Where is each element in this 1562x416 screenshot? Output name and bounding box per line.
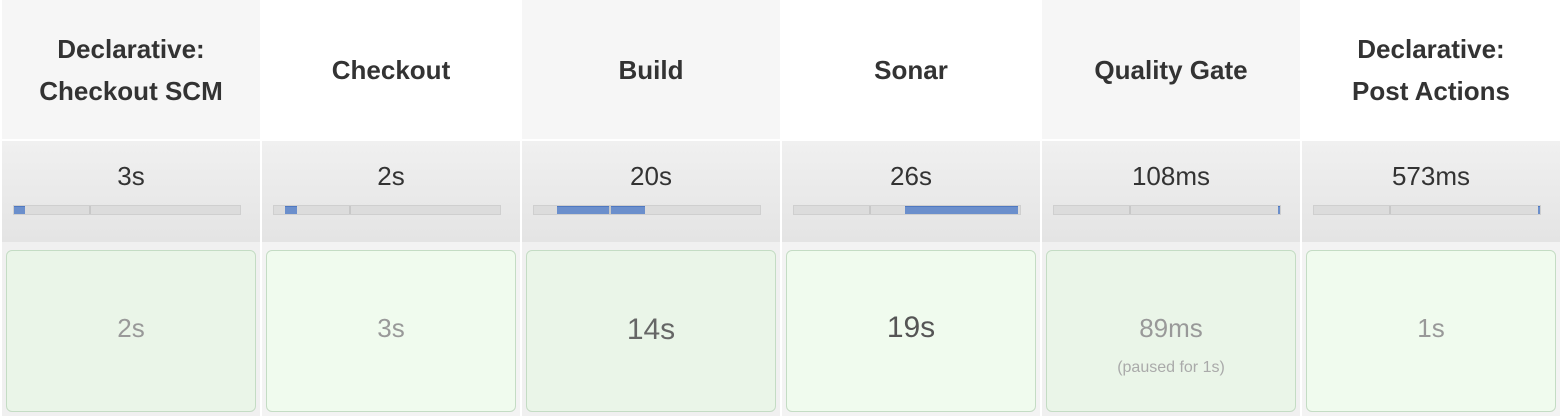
stage-name-line1: Declarative: — [57, 33, 205, 64]
average-progress-bar — [273, 205, 501, 216]
average-progress-fill — [14, 206, 26, 215]
stage-column: Checkout 2s 3s — [262, 0, 520, 416]
average-progress-fill — [904, 206, 1018, 215]
average-progress-fill — [1277, 206, 1280, 215]
stage-name-line1: Declarative: — [1357, 33, 1505, 64]
stage-run-cell-success[interactable]: 2s — [6, 250, 256, 412]
stage-run-cell-success[interactable]: 89ms (paused for 1s) — [1046, 250, 1296, 412]
average-progress-bar — [1053, 205, 1281, 216]
stage-run-cell-success[interactable]: 1s — [1306, 250, 1556, 412]
average-time-label: 3s — [117, 161, 145, 192]
average-progress-fill — [1537, 206, 1540, 215]
stage-average-time: 26s — [782, 141, 1040, 242]
average-time-label: 26s — [890, 161, 932, 192]
stage-run-cell-success[interactable]: 3s — [266, 250, 516, 412]
average-time-label: 2s — [377, 161, 405, 192]
average-time-label: 573ms — [1391, 161, 1471, 192]
average-progress-bar — [793, 205, 1021, 216]
stage-name-line1: Build — [618, 54, 684, 85]
average-progress-bar — [13, 205, 241, 216]
stage-header[interactable]: Build — [522, 0, 780, 140]
average-progress-fill — [285, 206, 297, 215]
stage-run-cell-wrapper: 14s — [522, 242, 780, 416]
stage-run-time: 89ms — [1139, 313, 1203, 343]
stage-run-time: 14s — [626, 313, 676, 346]
stage-run-time: 3s — [377, 313, 405, 343]
average-progress-bar — [533, 205, 761, 216]
stage-column: Declarative: Checkout SCM 3s 2s — [2, 0, 260, 416]
average-time-label: 108ms — [1131, 161, 1211, 192]
average-progress-fill — [556, 206, 645, 215]
stage-run-cell-success[interactable]: 19s — [786, 250, 1036, 412]
stage-run-cell-wrapper: 2s — [2, 242, 260, 416]
stage-average-time: 573ms — [1302, 141, 1560, 242]
stage-name-line1: Sonar — [874, 54, 948, 85]
stage-run-time: 19s — [886, 311, 936, 344]
stage-header[interactable]: Sonar — [782, 0, 1040, 140]
stage-name-line2: Checkout SCM — [39, 75, 223, 106]
stage-run-time: 1s — [1417, 313, 1445, 343]
stage-header[interactable]: Declarative: Post Actions — [1302, 0, 1560, 140]
stage-name-line1: Quality Gate — [1094, 54, 1248, 85]
stage-run-cell-success[interactable]: 14s — [526, 250, 776, 412]
stage-name-line2: Post Actions — [1352, 75, 1510, 106]
stage-run-time: 2s — [117, 313, 145, 343]
stage-column: Quality Gate 108ms 89ms (paused for 1s) — [1042, 0, 1300, 416]
stage-average-time: 3s — [2, 141, 260, 242]
paused-note: (paused for 1s) — [1117, 359, 1225, 376]
stage-column: Declarative: Post Actions 573ms 1s — [1302, 0, 1560, 416]
stage-header[interactable]: Quality Gate — [1042, 0, 1300, 140]
stage-average-time: 2s — [262, 141, 520, 242]
stage-name-line1: Checkout — [331, 54, 451, 85]
stage-column: Build 20s 14s — [522, 0, 780, 416]
stage-run-cell-wrapper: 1s — [1302, 242, 1560, 416]
stage-run-cell-wrapper: 89ms (paused for 1s) — [1042, 242, 1300, 416]
average-time-label: 20s — [630, 161, 672, 192]
average-progress-bar — [1313, 205, 1541, 216]
stage-run-cell-wrapper: 3s — [262, 242, 520, 416]
stage-average-time: 20s — [522, 141, 780, 242]
stage-header[interactable]: Checkout — [262, 0, 520, 140]
stage-column: Sonar 26s 19s — [782, 0, 1040, 416]
stage-header[interactable]: Declarative: Checkout SCM — [2, 0, 260, 140]
stage-average-time: 108ms — [1042, 141, 1300, 242]
stage-run-cell-wrapper: 19s — [782, 242, 1040, 416]
